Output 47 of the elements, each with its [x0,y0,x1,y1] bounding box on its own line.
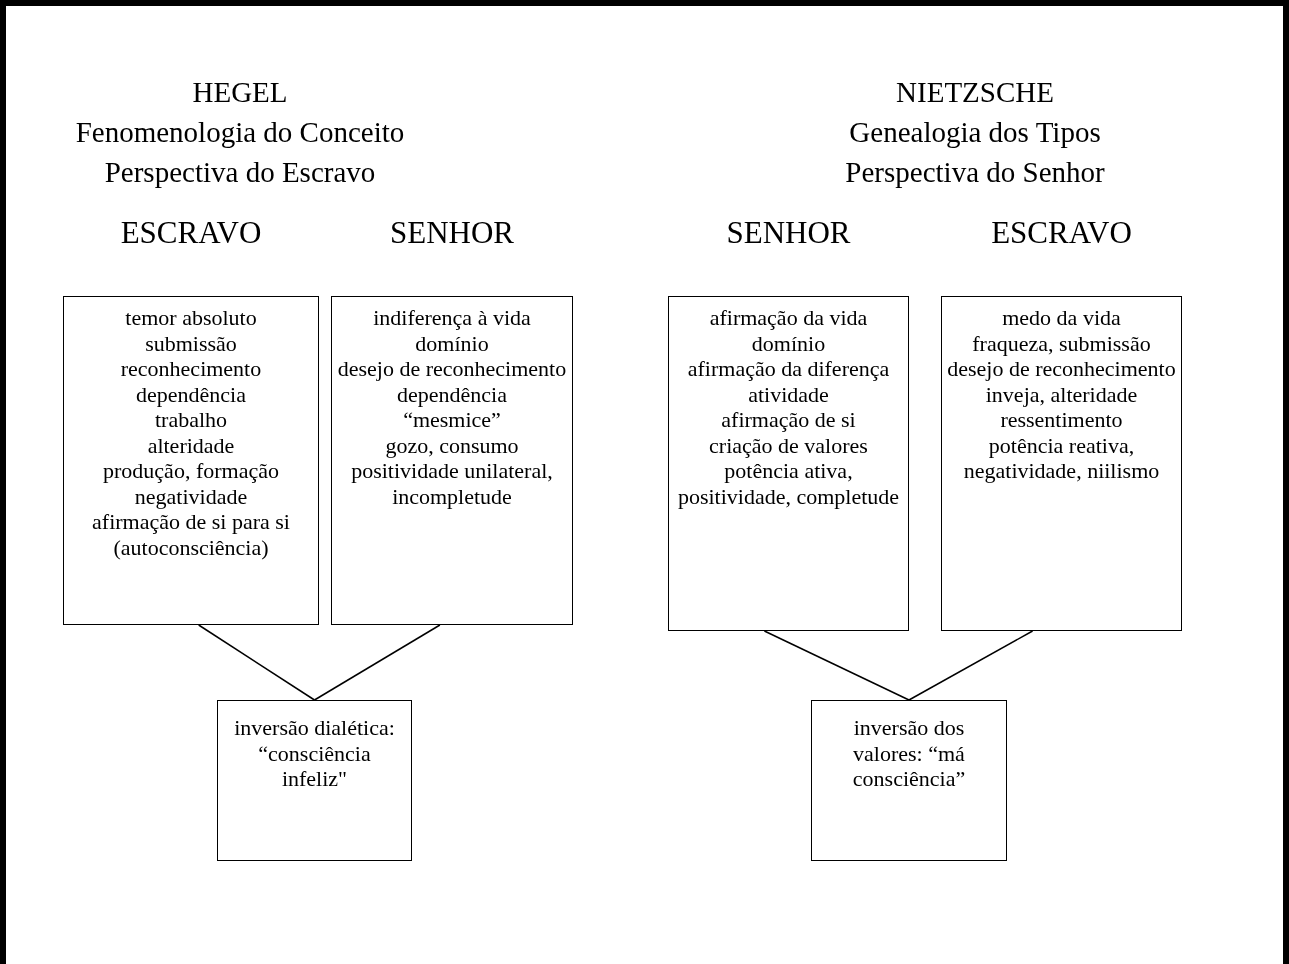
box-text: ressentimento [999,407,1124,433]
box-text: reconhecimento [119,356,263,382]
heading-text: Fenomenologia do Conceito [75,115,405,150]
connector-line [197,624,316,701]
box-text: trabalho [153,407,229,433]
box-text: domínio [750,330,827,356]
box-text: desejo de reconhecimento [946,356,1177,382]
box-text: medo da vida [1001,305,1122,331]
box-text: negatividade [133,483,249,509]
box-text: produção, formação [102,458,280,484]
column-heading: SENHOR [389,215,515,251]
box-text: submissão [144,330,238,356]
heading-text: NIETZSCHE [896,75,1054,110]
box-text: temor absoluto [124,305,258,331]
heading-text: Genealogia dos Tipos [849,115,1101,150]
box-text: inversão dos valores: “má consciência” [851,715,967,792]
box-text: indiferença à vida [372,305,532,331]
box-text: gozo, consumo [384,432,520,458]
heading-text: HEGEL [192,75,288,110]
connector-line [313,624,441,701]
box-text: atividade [747,381,830,407]
box-text: afirmação da diferença [686,356,891,382]
connector-line [908,630,1034,701]
heading-text: Perspectiva do Senhor [845,155,1105,190]
box-text: “mesmice” [402,407,502,433]
box-text: dependência [396,381,508,407]
column-heading: ESCRAVO [990,215,1133,251]
box-text: positividade unilateral, incompletude [350,458,554,509]
box-text: afirmação da vida [708,305,869,331]
heading-text: Perspectiva do Escravo [104,155,376,190]
box-text: desejo de reconhecimento [336,356,568,382]
box-text: criação de valores [708,432,869,458]
box-text: potência ativa, positividade, completude [676,458,901,509]
box-text: inveja, alteridade [984,381,1139,407]
box-text: afirmação de si [720,407,857,433]
text-box [811,700,1007,861]
box-text: dependência [135,381,247,407]
box-text: potência reativa, negatividade, niilismo [962,432,1161,484]
column-heading: ESCRAVO [119,215,263,251]
box-text: inversão dialética: “consciência infeliz" [233,715,396,792]
box-text: afirmação de si para si (autoconsciência) [91,509,291,560]
box-text: domínio [414,330,490,356]
box-text: fraqueza, submissão [971,330,1152,356]
connector-line [763,630,910,701]
text-box [217,700,412,861]
column-heading: SENHOR [725,215,852,251]
box-text: alteridade [146,432,236,458]
